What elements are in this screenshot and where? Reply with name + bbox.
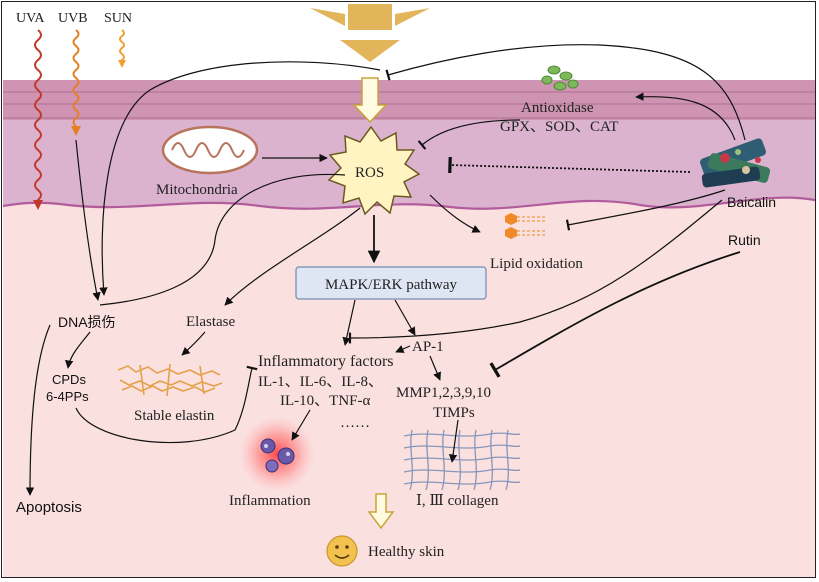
antioxidase-label: Antioxidase — [521, 100, 594, 116]
sun-icon — [310, 4, 430, 62]
healthy-skin-label: Healthy skin — [368, 544, 445, 560]
antioxidase-molecules-icon — [541, 65, 579, 91]
mmp-label: MMP1,2,3,9,10 — [396, 385, 491, 401]
uvb-wave — [72, 29, 80, 127]
inflammation-label: Inflammation — [229, 493, 311, 509]
antioxidase-enzymes: GPX、SOD、CAT — [500, 119, 618, 135]
ros-burst-icon — [327, 125, 421, 216]
uva-label: UVA — [16, 11, 45, 26]
sun-label: SUN — [104, 11, 132, 26]
dna-damage-label: DNA损伤 — [58, 314, 116, 330]
mitochondria-label: Mitochondria — [156, 182, 238, 198]
apoptosis-label: Apoptosis — [16, 499, 82, 516]
stable-elastin-label: Stable elastin — [134, 408, 215, 424]
pps-label: 6-4PPs — [46, 389, 89, 404]
collagen-label: Ⅰ, Ⅲ collagen — [416, 493, 499, 509]
to-healthy-skin-arrow — [367, 493, 395, 530]
cytokines-line2: IL-10、TNF-α — [280, 393, 370, 409]
uvb-label: UVB — [58, 11, 88, 26]
cytokines-line1: IL-1、IL-6、IL-8、 — [258, 374, 383, 390]
ros-label: ROS — [355, 165, 384, 181]
ap1-label: AP-1 — [412, 339, 444, 355]
rutin-label: Rutin — [728, 232, 761, 248]
baicalin-herb-icon — [700, 138, 771, 188]
inflammation-cells-icon — [239, 416, 315, 492]
sun-to-ros-arrow — [352, 77, 388, 124]
uv-radiation: UVA UVB SUN — [16, 11, 132, 210]
timps-label: TIMPs — [433, 405, 475, 421]
elastase-label: Elastase — [186, 314, 235, 330]
elastin-fibers-icon — [117, 363, 223, 397]
lipid-bilayer-icon — [505, 213, 547, 239]
mitochondria-icon — [161, 125, 259, 175]
sun-wave — [119, 29, 125, 62]
lipid-oxidation-label: Lipid oxidation — [490, 256, 583, 272]
collagen-mesh-icon — [403, 429, 521, 491]
mapk-erk-box: MAPK/ERK pathway — [295, 266, 487, 300]
stratum-corneum — [3, 80, 815, 120]
uva-wave — [34, 29, 42, 205]
pathway-connectors — [25, 44, 746, 496]
inflammatory-factors-label: Inflammatory factors — [258, 353, 394, 370]
smiley-icon — [326, 535, 358, 567]
baicalin-label: Baicalin — [727, 194, 776, 210]
cytokines-ellipsis: …… — [340, 415, 370, 431]
mapk-erk-label: MAPK/ERK pathway — [325, 277, 458, 293]
cpds-label: CPDs — [52, 372, 86, 387]
